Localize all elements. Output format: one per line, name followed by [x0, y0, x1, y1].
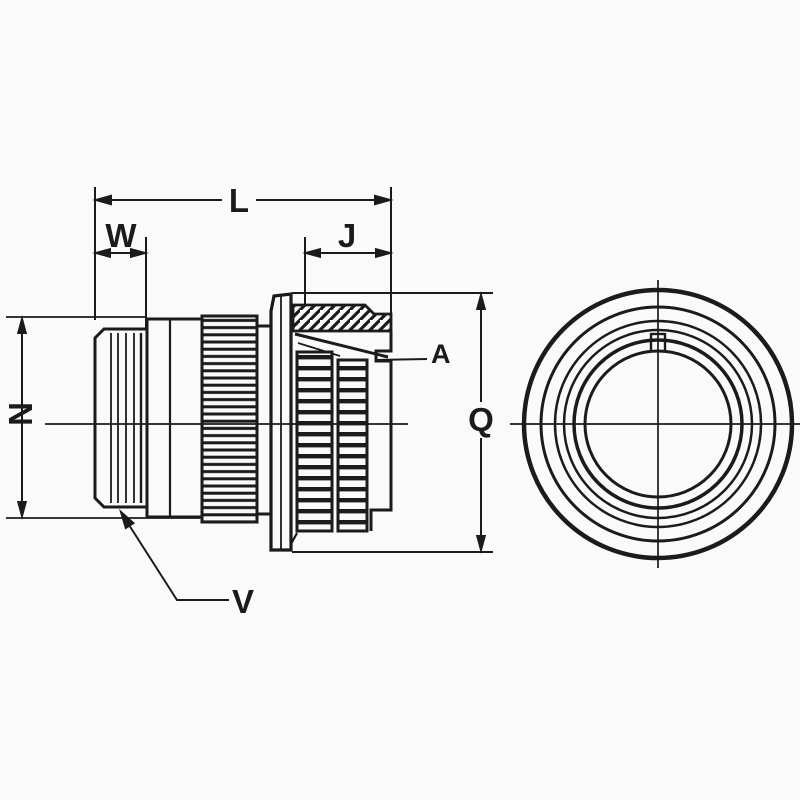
barrel-body	[145, 317, 204, 519]
rear-end-cap	[369, 331, 393, 531]
gasket-section	[291, 303, 393, 359]
dimension-J: J	[302, 217, 394, 304]
arrowhead	[475, 291, 487, 310]
arrowhead	[475, 535, 487, 554]
dim-label-j: J	[338, 217, 356, 254]
rear-knurl-section	[290, 331, 393, 545]
collar-body	[255, 324, 273, 516]
leader-line	[121, 513, 229, 601]
arrowhead	[302, 247, 321, 259]
thread-body	[93, 327, 149, 509]
arrowhead	[130, 247, 149, 259]
arrowhead	[92, 194, 112, 206]
dimension-N: N	[2, 315, 200, 520]
dim-label-n: N	[2, 402, 39, 426]
dimension-W: W	[92, 217, 149, 328]
arrowhead	[92, 247, 111, 259]
rear-knurl-column	[336, 358, 369, 533]
barrel-section	[145, 317, 204, 519]
mounting-flange	[269, 292, 293, 552]
gasket-hatch	[291, 303, 393, 333]
dim-label-a: A	[431, 339, 451, 369]
arrowhead	[16, 501, 28, 520]
dimension-Q: Q	[292, 291, 494, 554]
dim-label-w: W	[105, 217, 137, 254]
arrowhead	[16, 315, 28, 334]
callout-V: V	[119, 508, 254, 620]
rear-knurl-column	[295, 350, 334, 533]
dim-label-q: Q	[468, 401, 494, 438]
shoulder-line	[294, 332, 389, 359]
dim-label-v: V	[232, 583, 254, 620]
coupling-knurl-ring	[200, 314, 259, 524]
front-thread-section	[93, 327, 149, 509]
side-view	[45, 292, 408, 552]
callout-A: A	[376, 339, 451, 369]
knurl-ring-body	[200, 314, 259, 524]
dim-label-l: L	[229, 182, 249, 219]
arrowhead	[374, 194, 394, 206]
arrowhead	[119, 508, 136, 530]
flange-step-line	[290, 532, 298, 545]
end-view	[510, 280, 800, 568]
leader-line	[376, 358, 428, 361]
arrowhead	[375, 247, 394, 259]
